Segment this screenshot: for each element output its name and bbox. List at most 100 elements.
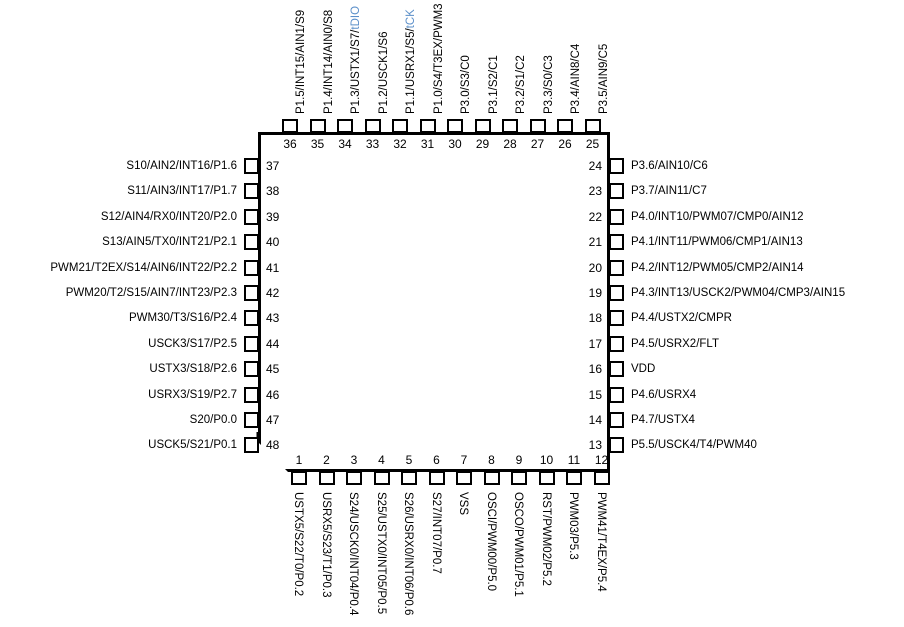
pin-label-13: P5.5/USCK4/T4/PWM40: [631, 439, 757, 452]
pin-pad-right-24: [609, 158, 624, 174]
pin-number-5: 5: [405, 453, 413, 467]
pin-pad-bottom-3: [346, 471, 362, 485]
pin-number-18: 18: [588, 311, 602, 326]
pin-label-48: USCK5/S21/P0.1: [148, 439, 237, 452]
pin-pad-bottom-11: [566, 471, 582, 485]
pin-number-25: 25: [585, 137, 600, 151]
pin-label-46: USRX3/S19/P2.7: [148, 388, 237, 401]
pin-number-20: 20: [588, 260, 602, 275]
pin-number-35: 35: [310, 137, 325, 151]
pin-number-39: 39: [266, 209, 280, 224]
pin-pad-bottom-9: [511, 471, 527, 485]
pin-pad-left-41: [244, 259, 259, 276]
pin-pad-bottom-5: [401, 471, 417, 485]
pin-pad-right-17: [609, 335, 624, 352]
pin-pad-bottom-4: [373, 471, 390, 485]
pin-number-23: 23: [588, 184, 602, 199]
pin-label-21: P4.1/INT11/PWM06/CMP1/AIN13: [631, 236, 803, 249]
pin-pad-top-32: [392, 119, 408, 133]
pin-number-45: 45: [266, 362, 280, 377]
pin-label-38: S11/AIN3/INT17/P1.7: [127, 185, 237, 198]
pin-label-text: P1.1/USRX1/S5/: [405, 28, 417, 114]
pin-number-26: 26: [558, 137, 572, 151]
pin-label-16: VDD: [631, 363, 656, 376]
pin-pad-right-23: [609, 183, 624, 200]
pin-pad-right-22: [609, 208, 624, 225]
pin-pad-top-29: [474, 119, 491, 133]
pin-pad-top-31: [419, 119, 436, 133]
pin-label-45: USTX3/S18/P2.6: [149, 363, 237, 376]
pin-label-text: P3.5/AIN9/C5: [597, 43, 610, 114]
pin-label-text: P3.2/S1/C2: [515, 55, 527, 114]
pin-label-41: PWM21/T2EX/S14/AIN6/INT22/P2.2: [50, 261, 237, 274]
pin-pad-top-36: [282, 119, 298, 133]
pin-pad-bottom-10: [538, 471, 555, 485]
pin-number-24: 24: [588, 159, 602, 173]
pin-label-text: P1.0/S4/T3EX/PWM3: [432, 3, 445, 114]
pin-label-33: P1.2/USCK1/S6: [378, 32, 390, 114]
pin-number-31: 31: [420, 137, 435, 151]
pin-pad-right-19: [609, 285, 624, 301]
pin-number-27: 27: [530, 137, 545, 151]
pin-number-28: 28: [503, 137, 517, 151]
pin-label-text: P3.4/AIN8/C4: [570, 43, 582, 114]
pin-pad-top-34: [337, 119, 353, 133]
pin-number-19: 19: [588, 286, 602, 300]
pin-pad-bottom-2: [318, 471, 335, 485]
pin-pad-bottom-6: [428, 471, 445, 485]
pin-label-text: P1.4/INT14/AIN0/S8: [322, 9, 335, 114]
pin-label-42: PWM20/T2/S15/AIN7/INT23/P2.3: [65, 287, 237, 299]
pin-number-12: 12: [594, 453, 609, 467]
pin-number-6: 6: [433, 453, 440, 467]
pin-number-11: 11: [567, 453, 581, 467]
pin-number-22: 22: [588, 209, 602, 224]
pin-pad-bottom-8: [483, 471, 500, 485]
pin-pad-bottom-7: [456, 471, 472, 485]
pin-number-1: 1: [295, 453, 303, 467]
pin-label-25: P3.5/AIN9/C5: [598, 44, 610, 114]
pin-pad-bottom-12: [593, 471, 610, 485]
pin-label-31: P1.0/S4/T3EX/PWM3: [433, 3, 445, 114]
pin1-chamfer-indicator: [256, 432, 260, 438]
pin-number-17: 17: [588, 336, 602, 351]
pin-number-34: 34: [338, 137, 352, 151]
chip-package-body: [258, 132, 610, 472]
pin-label-15: P4.6/USRX4: [631, 388, 697, 401]
pin-number-47: 47: [266, 413, 280, 427]
pin-number-10: 10: [539, 453, 554, 467]
pin-number-30: 30: [448, 137, 462, 151]
pin-number-13: 13: [588, 438, 602, 453]
pin-pad-left-47: [244, 412, 259, 428]
pin-pad-right-13: [609, 437, 624, 454]
pin-pad-left-39: [244, 208, 259, 225]
pin-label-23: P3.7/AIN11/C7: [631, 185, 707, 198]
pin-number-48: 48: [266, 438, 280, 453]
pin-pad-left-42: [244, 285, 259, 301]
pin-label-27: P3.3/S0/C3: [543, 55, 555, 114]
pin-number-21: 21: [588, 235, 602, 250]
pin-number-36: 36: [283, 137, 297, 151]
pin-number-29: 29: [475, 137, 490, 151]
pin-label-text: P1.3/USTX1/S7/: [350, 29, 362, 114]
pin-label-40: S13/AIN5/TX0/INT21/P2.1: [102, 236, 237, 249]
pin-label-39: S12/AIN4/RX0/INT20/P2.0: [100, 210, 237, 223]
pin-number-37: 37: [266, 159, 280, 173]
pin-number-8: 8: [488, 453, 495, 467]
pin-label-28: P3.2/S1/C2: [515, 55, 527, 114]
pin-pad-top-33: [364, 119, 381, 133]
pin-number-16: 16: [588, 362, 602, 377]
pin-number-2: 2: [323, 453, 330, 467]
pin-pad-left-37: [244, 158, 259, 174]
pin-number-43: 43: [266, 311, 280, 326]
pin-number-42: 42: [266, 286, 280, 300]
pin-pad-left-46: [244, 386, 259, 403]
pin-label-26: P3.4/AIN8/C4: [570, 44, 582, 114]
pin-number-38: 38: [266, 184, 280, 199]
pin-number-32: 32: [393, 137, 407, 151]
pin-label-32: P1.1/USRX1/S5/tCK: [405, 9, 417, 114]
pin-label-24: P3.6/AIN10/C6: [631, 160, 708, 172]
pin-pad-right-15: [609, 386, 624, 403]
pin-label-30: P3.0/S3/C0: [460, 55, 472, 114]
pin-label-text: P1.2/USCK1/S6: [377, 31, 390, 114]
pin-label-17: P4.5/USRX2/FLT: [631, 337, 719, 350]
